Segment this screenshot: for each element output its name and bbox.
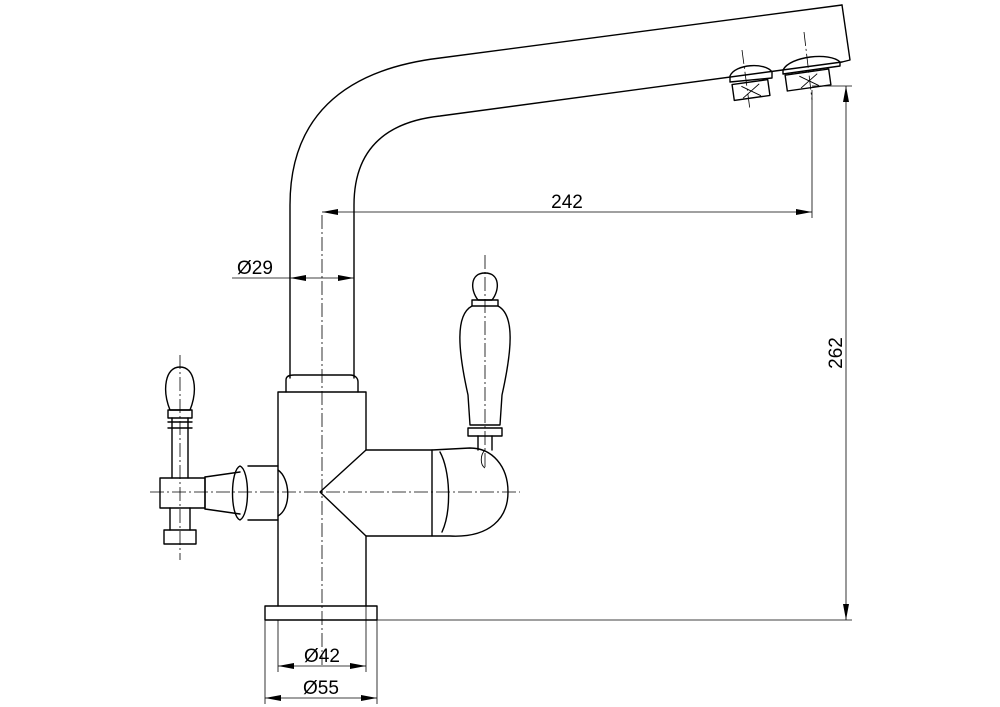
dimension-height [377,85,852,621]
dimension-spout-diameter [232,275,354,281]
dimension-label-spout-diameter: Ø29 [237,258,273,279]
dimension-base-outer [264,620,378,704]
dimension-label-base-outer: Ø55 [303,678,339,699]
body-connector [319,449,433,537]
dimension-label-height: 262 [826,337,847,369]
base-ring [264,605,378,621]
aerator-right [782,55,841,92]
spout-outer-wall [289,4,843,379]
left-lever-handle [159,366,206,545]
spout-inner-wall [353,61,843,379]
faucet-outline [159,4,851,621]
left-handle-hub [204,465,289,521]
center-lines [150,31,813,665]
dimension-reach [322,90,813,218]
dimension-label-reach: 242 [551,192,583,213]
aerator-left [729,65,773,102]
dimension-base-inner [277,606,367,672]
dimension-label-base-inner: Ø42 [304,646,340,667]
spout-tip [841,4,851,63]
